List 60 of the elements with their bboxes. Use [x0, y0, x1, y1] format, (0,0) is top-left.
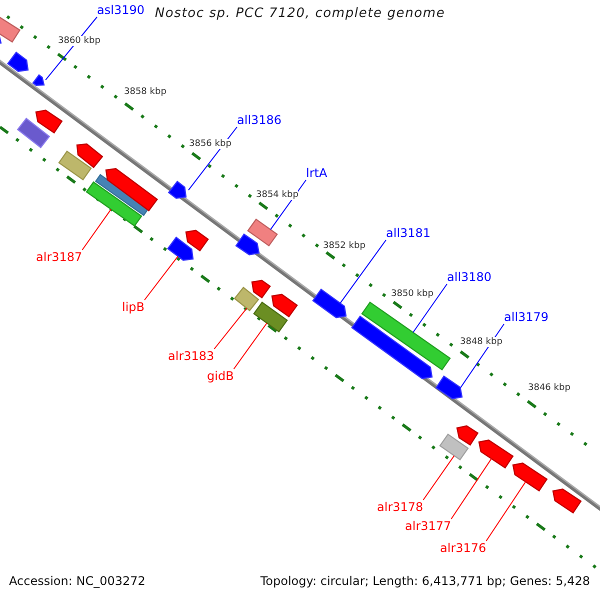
gene-feature [58, 150, 92, 181]
leader-line [82, 208, 112, 250]
genome-stats-text: Topology: circular; Length: 6,413,771 bp; Genes: 5,428 [260, 574, 590, 588]
gene-label: all3181 [386, 226, 431, 240]
gene-label: alr3187 [36, 250, 82, 264]
leader-line [340, 240, 386, 304]
gene-feature [166, 236, 194, 261]
leader-line [412, 284, 448, 333]
leader-line [422, 455, 455, 500]
gene-feature [0, 15, 21, 43]
gene-feature [86, 181, 142, 227]
gene-feature [439, 433, 469, 461]
scale-label: 3850 kbp [391, 289, 434, 299]
gene-label: alr3176 [440, 541, 486, 555]
gene-label: alr3178 [377, 500, 424, 514]
gene-feature [456, 425, 479, 446]
gene-feature [253, 301, 288, 333]
gene-feature [76, 143, 104, 168]
gene-feature [235, 233, 260, 256]
gene-label: lipB [122, 300, 145, 314]
gene-feature [478, 439, 514, 469]
accession-text: Accession: NC_003272 [9, 574, 146, 588]
gene-feature [247, 218, 278, 247]
gene-feature [185, 230, 209, 252]
gene-label: all3179 [504, 310, 549, 324]
gene-feature [35, 110, 63, 134]
gene-feature [105, 168, 158, 212]
scale-label: 3846 kbp [528, 383, 570, 393]
gene-feature [312, 288, 347, 318]
gene-feature [234, 286, 260, 312]
gene-feature [168, 180, 187, 199]
scale-label: 3860 kbp [58, 36, 100, 46]
gene-label: alr3177 [405, 519, 452, 533]
gene-feature [6, 52, 29, 72]
leader-line [214, 308, 248, 350]
gene-feature [361, 301, 451, 371]
scale-label: 3858 kbp [124, 87, 166, 97]
gene-feature [435, 375, 463, 400]
scale-label: 3848 kbp [460, 337, 502, 347]
gene-feature [32, 74, 45, 86]
gene-feature [351, 315, 433, 380]
gene-label: all3180 [447, 270, 492, 284]
gene-feature [512, 462, 548, 492]
scale-label: 3852 kbp [323, 241, 366, 251]
gene-feature [271, 294, 298, 318]
gene-label: alr3183 [168, 349, 214, 363]
scale-label: 3854 kbp [256, 190, 298, 200]
scale-label: 3856 kbp [189, 139, 232, 149]
leader-line [450, 458, 492, 520]
gene-label: lrtA [306, 166, 328, 180]
gene-feature [16, 118, 50, 148]
leader-line [233, 322, 268, 370]
gene-label: asl3190 [97, 3, 144, 17]
gene-feature [552, 488, 582, 514]
title: Nostoc sp. PCC 7120, complete genome [154, 6, 446, 21]
leader-line [486, 481, 526, 542]
gene-label: all3186 [237, 113, 282, 127]
gene-feature [251, 280, 271, 299]
gene-label: gidB [207, 369, 234, 383]
leader-line [144, 256, 178, 300]
